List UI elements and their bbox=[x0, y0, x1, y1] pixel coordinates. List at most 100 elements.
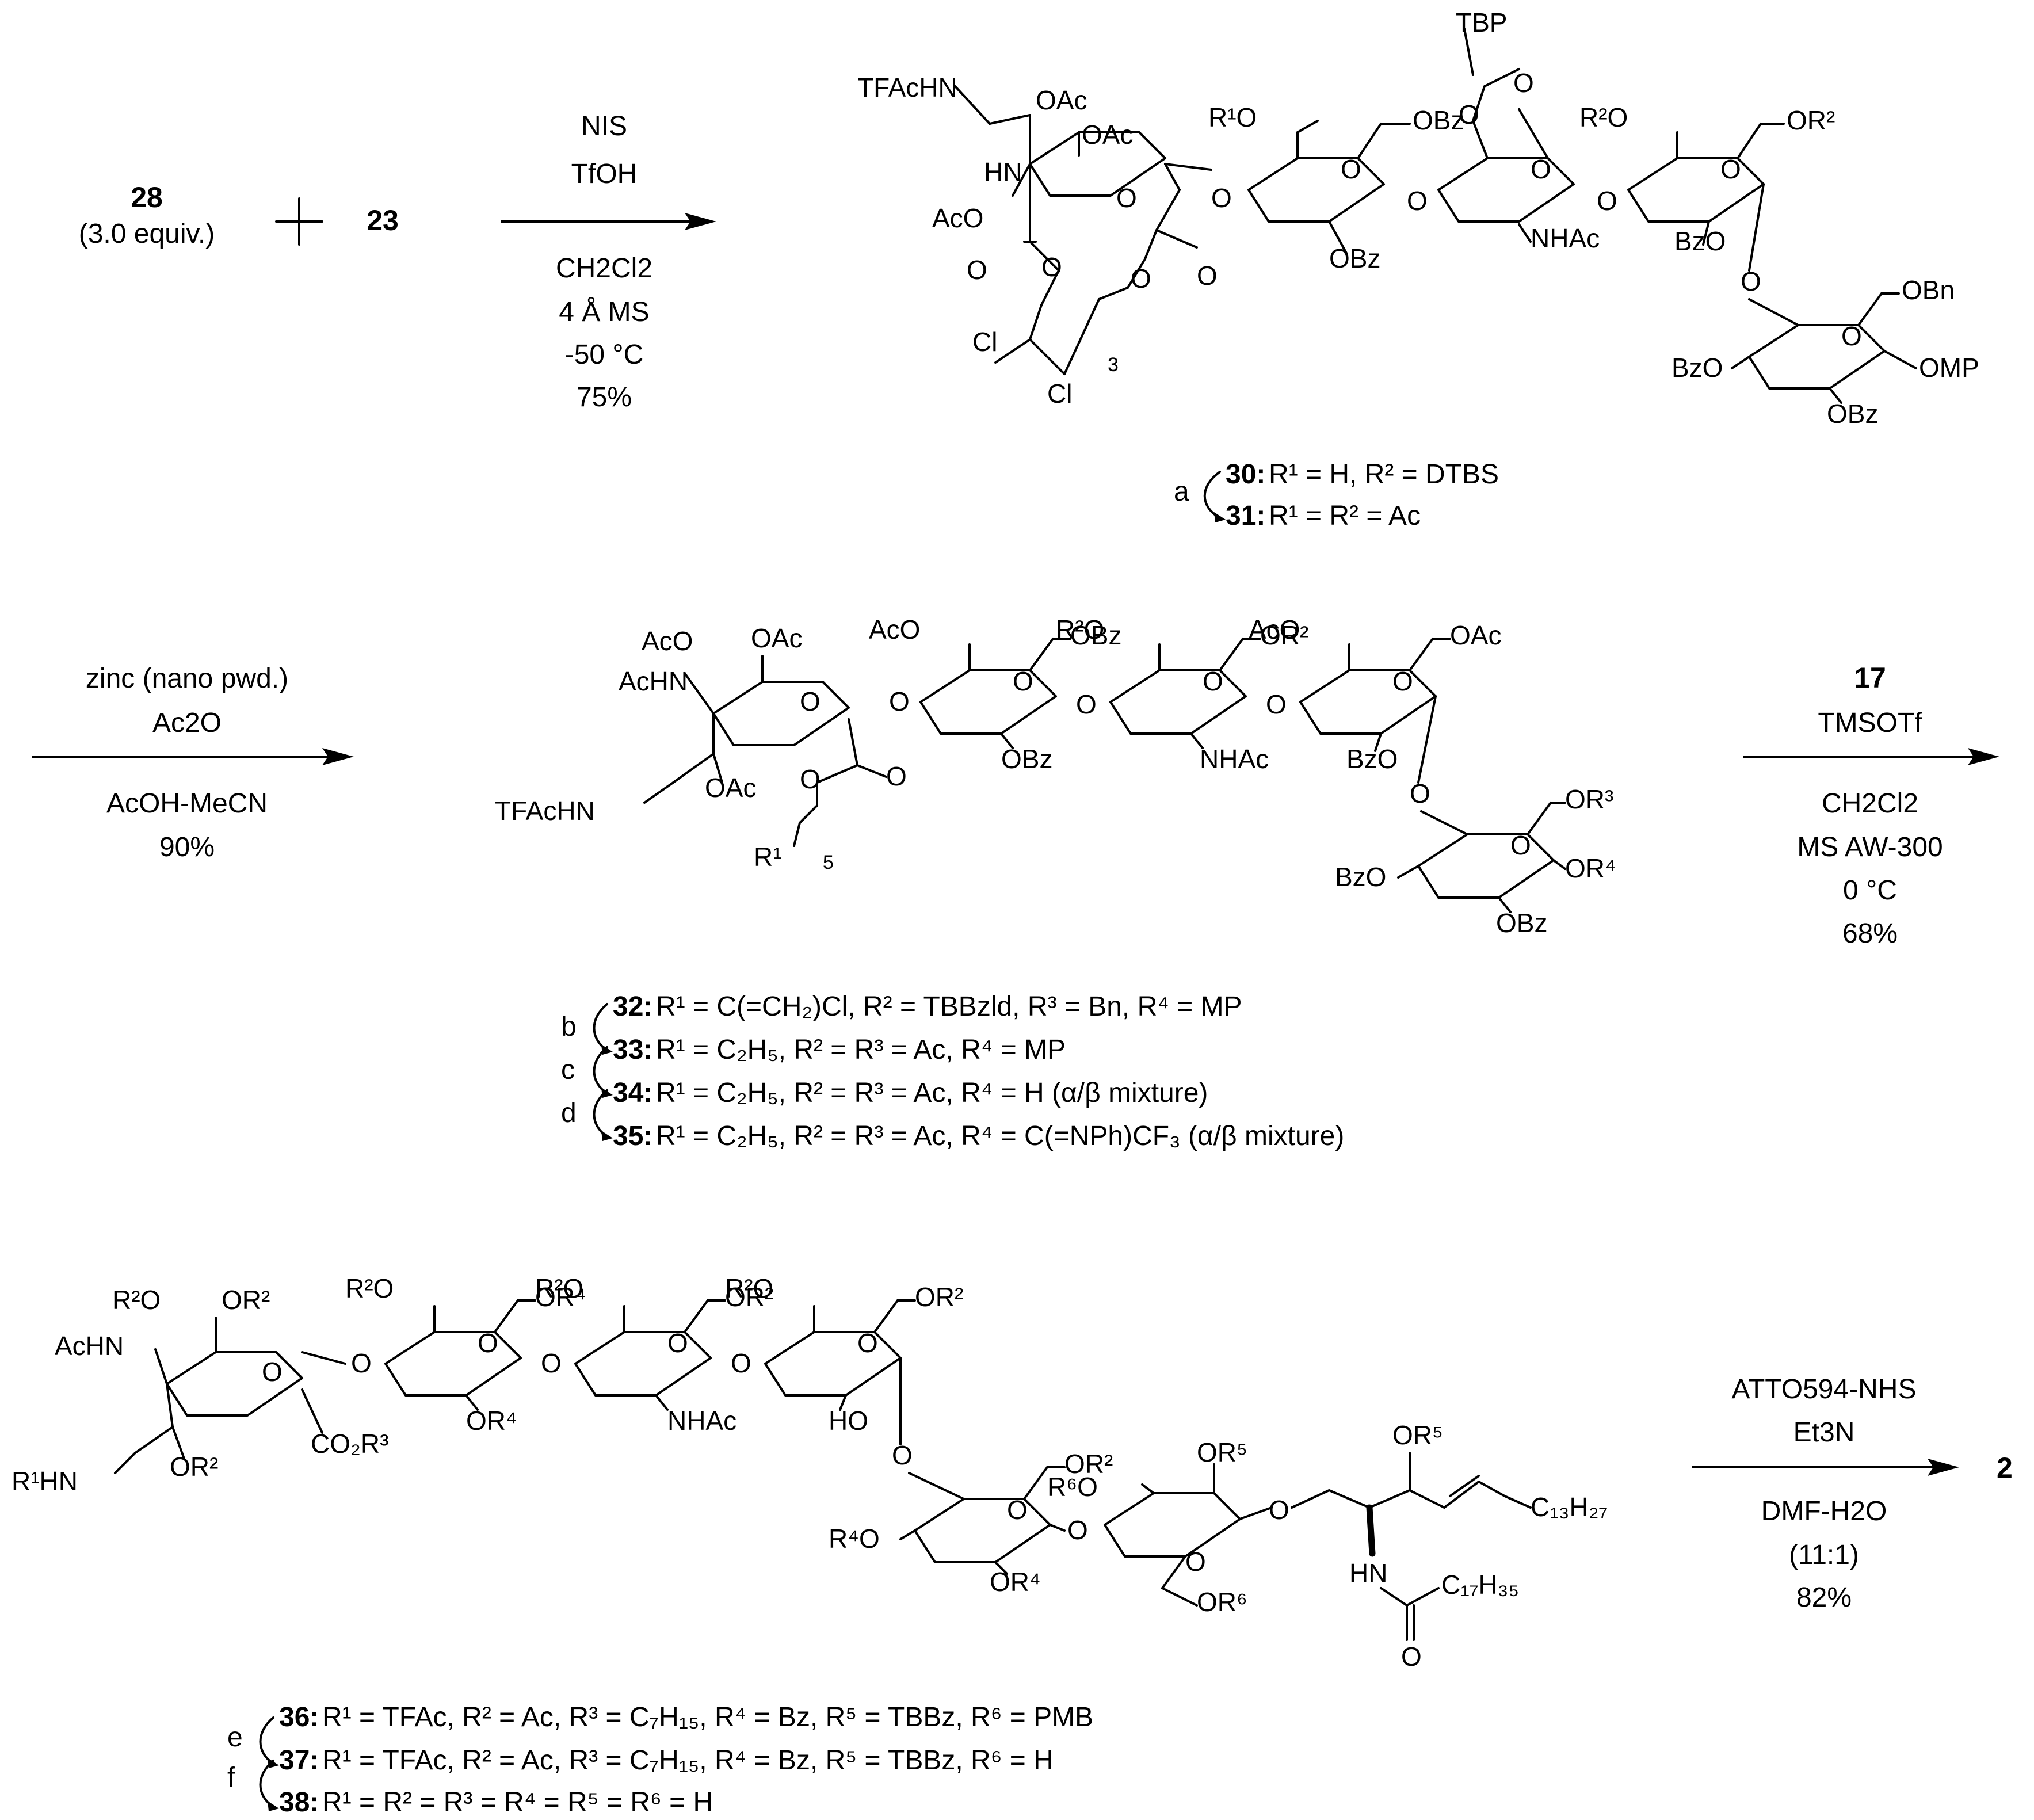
label-bzo-1: BzO bbox=[1674, 226, 1726, 256]
step1: 28 (3.0 equiv.) 23 NIS TfOH CH2Cl2 4 Å M… bbox=[79, 111, 716, 413]
structure-32-35: AcO OAc AcHN O TFAcHN OAc O O R¹ 5 O AcO… bbox=[495, 615, 1616, 938]
legend-cpd-36-text: R¹ = TFAc, R² = Ac, R³ = C₇H₁₅, R⁴ = Bz,… bbox=[322, 1702, 1093, 1733]
label-ring-o-5: O bbox=[1007, 1495, 1028, 1525]
label-aco-2: AcO bbox=[869, 615, 920, 644]
step3: 17 TMSOTf CH2Cl2 MS AW-300 0 °C 68% bbox=[1743, 662, 1999, 949]
label-hn: HN bbox=[1349, 1558, 1387, 1588]
legend-cpd-38: 38: bbox=[279, 1787, 319, 1818]
label-ring-o-3: O bbox=[667, 1328, 688, 1358]
label-obz-1: OBz bbox=[1413, 105, 1464, 135]
label-amide-o: O bbox=[1401, 1642, 1422, 1672]
step2-reagent-line-2: Ac2O bbox=[152, 708, 222, 738]
label-or2: OR² bbox=[1260, 620, 1308, 650]
legend-cpd-37: 37: bbox=[279, 1745, 319, 1776]
label-ring-o-5: O bbox=[1510, 830, 1531, 860]
label-bzo-1: BzO bbox=[1346, 744, 1398, 774]
legend-36-38: e f 36: R¹ = TFAc, R² = Ac, R³ = C₇H₁₅, … bbox=[227, 1702, 1093, 1818]
label-cl-1: Cl bbox=[972, 327, 997, 357]
label-glyco-o-3: O bbox=[1266, 689, 1287, 719]
label-glyco-o-1: O bbox=[889, 686, 910, 716]
label-ring-o-5: O bbox=[1841, 321, 1862, 351]
plus-sign bbox=[275, 197, 323, 246]
legend-cpd-32-text: R¹ = C(=CH₂)Cl, R² = TBBzld, R³ = Bn, R⁴… bbox=[656, 991, 1242, 1022]
label-r6o: R⁶O bbox=[1047, 1472, 1098, 1502]
reagent-23: 23 bbox=[367, 204, 399, 236]
label-or2-c: OR² bbox=[725, 1282, 773, 1312]
label-ester-o-2: O bbox=[1131, 264, 1151, 293]
legend-cpd-30: 30: bbox=[1226, 459, 1265, 490]
legend-step-a: a bbox=[1174, 476, 1189, 507]
label-or2-b: OR² bbox=[170, 1452, 218, 1482]
label-glyco-o-2: O bbox=[541, 1348, 562, 1378]
label-or6: OR⁶ bbox=[1197, 1587, 1247, 1617]
step3-promoter: TMSOTf bbox=[1818, 708, 1922, 738]
label-or5-b: OR⁵ bbox=[1392, 1420, 1443, 1450]
label-or4: OR⁴ bbox=[1565, 853, 1616, 883]
label-r4o: R⁴O bbox=[829, 1524, 880, 1554]
label-or3: OR³ bbox=[1565, 784, 1613, 814]
label-achn: AcHN bbox=[619, 666, 688, 696]
label-ring-o-1: O bbox=[1116, 183, 1137, 213]
legend-step-f: f bbox=[227, 1762, 235, 1793]
step1-reagent-line-2: TfOH bbox=[571, 159, 638, 189]
label-obz-2: OBz bbox=[1329, 243, 1380, 273]
label-r2o-4: R²O bbox=[725, 1273, 773, 1303]
label-obz-3: OBz bbox=[1827, 399, 1878, 429]
reaction-arrow-2 bbox=[32, 748, 354, 765]
label-glyco-o-6: O bbox=[1269, 1495, 1289, 1525]
label-aco-3: AcO bbox=[1249, 615, 1300, 644]
legend-step-b: b bbox=[561, 1012, 577, 1042]
step4-reagent: ATTO594-NHS bbox=[1732, 1374, 1917, 1405]
label-glyco-o-4: O bbox=[892, 1440, 913, 1470]
label-acetal-o-1: O bbox=[1459, 100, 1479, 129]
legend-step-e: e bbox=[227, 1722, 243, 1753]
reagent-17: 17 bbox=[1854, 662, 1886, 694]
reagent-28-equiv: (3.0 equiv.) bbox=[79, 219, 215, 249]
label-hn: HN bbox=[984, 157, 1022, 187]
product-2: 2 bbox=[1997, 1452, 2013, 1484]
legend-cpd-37-text: R¹ = TFAc, R² = Ac, R³ = C₇H₁₅, R⁴ = Bz,… bbox=[322, 1745, 1054, 1776]
step1-additive: 4 Å MS bbox=[559, 297, 649, 327]
label-ring-o-1: O bbox=[262, 1357, 283, 1387]
label-carbonyl-o-2: O bbox=[1197, 261, 1218, 291]
label-ester-o-2: O bbox=[886, 761, 907, 791]
step2: zinc (nano pwd.) Ac2O AcOH-MeCN 90% bbox=[32, 663, 354, 863]
label-ring-o-2: O bbox=[1013, 666, 1033, 696]
label-n-5: 5 bbox=[823, 852, 834, 873]
step4-solvent: DMF-H2O bbox=[1761, 1496, 1887, 1527]
label-glyco-o-2: O bbox=[1076, 689, 1097, 719]
step1-yield: 75% bbox=[577, 382, 632, 413]
label-r2o-1: R²O bbox=[112, 1285, 161, 1315]
legend-30-31: a 30: R¹ = H, R² = DTBS 31: R¹ = R² = Ac bbox=[1174, 459, 1499, 531]
label-aco-1: AcO bbox=[642, 626, 693, 656]
label-glyco-o-3: O bbox=[1597, 186, 1617, 216]
legend-cpd-31: 31: bbox=[1226, 501, 1265, 531]
reaction-arrow-1 bbox=[501, 213, 716, 230]
label-obz-1: OBz bbox=[1070, 620, 1121, 650]
step3-sieves: MS AW-300 bbox=[1797, 832, 1943, 863]
label-oac-2: OAc bbox=[705, 773, 756, 803]
step1-solvent: CH2Cl2 bbox=[556, 253, 652, 284]
label-co2r3: CO₂R³ bbox=[311, 1429, 388, 1459]
reaction-arrow-4 bbox=[1692, 1459, 1959, 1476]
legend-cpd-30-text: R¹ = H, R² = DTBS bbox=[1269, 459, 1499, 490]
legend-cpd-36: 36: bbox=[279, 1702, 319, 1733]
step2-yield: 90% bbox=[159, 832, 215, 863]
label-obz-3: OBz bbox=[1496, 908, 1547, 938]
label-ring-o-3: O bbox=[1203, 666, 1223, 696]
label-carbonyl-o-1: O bbox=[967, 255, 987, 285]
label-bzo-2: BzO bbox=[1335, 862, 1386, 892]
label-tfachn: TFAcHN bbox=[857, 73, 957, 102]
label-glyco-o-1: O bbox=[351, 1348, 372, 1378]
label-or2-d: OR² bbox=[915, 1282, 963, 1312]
label-nhac: NHAc bbox=[667, 1406, 736, 1436]
legend-cpd-32: 32: bbox=[613, 991, 652, 1022]
label-n-3: 3 bbox=[1108, 354, 1119, 376]
label-glyco-o-5: O bbox=[1067, 1515, 1088, 1545]
label-aco: AcO bbox=[932, 203, 983, 233]
step3-solvent: CH2Cl2 bbox=[1822, 788, 1918, 819]
label-ring-o-4: O bbox=[1392, 666, 1413, 696]
label-ester-o-1: O bbox=[800, 764, 821, 794]
